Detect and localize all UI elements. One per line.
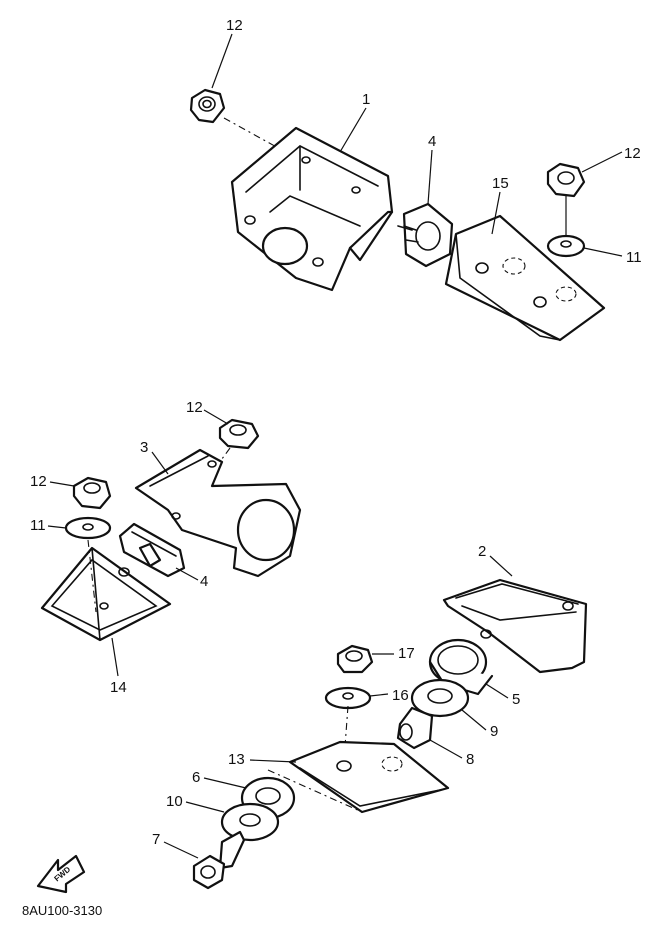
bracket-1: [230, 126, 394, 292]
nut-17: [336, 644, 374, 674]
callout-13: 13: [228, 751, 245, 768]
callout-16: 16: [392, 687, 409, 704]
callout-4: 4: [200, 573, 208, 590]
nut-12-middle: [218, 418, 260, 450]
nut-12-top-right: [546, 162, 586, 198]
callout-7: 7: [152, 831, 160, 848]
callout-12: 12: [30, 473, 47, 490]
base-15: [444, 214, 606, 342]
damper-4-left: [118, 522, 186, 578]
bracket-3: [134, 448, 302, 578]
washer-9: [410, 678, 470, 718]
forward-arrow-icon: FWD: [36, 854, 86, 894]
base-14: [40, 539, 172, 642]
callout-2: 2: [478, 543, 486, 560]
callout-4: 4: [428, 133, 436, 150]
washer-16: [324, 686, 372, 710]
callout-5: 5: [512, 691, 520, 708]
bracket-2: [442, 578, 588, 674]
diagram-code: 8AU100-3130: [22, 903, 103, 918]
washer-11-top: [546, 234, 586, 258]
nut-12-left: [72, 476, 112, 510]
callout-17: 17: [398, 645, 415, 662]
callout-15: 15: [492, 175, 509, 192]
collar-8: [396, 706, 434, 750]
callout-1: 1: [362, 91, 370, 108]
washer-10: [220, 802, 280, 842]
callout-14: 14: [110, 679, 127, 696]
bolt-7: [192, 830, 246, 890]
callout-11: 11: [30, 517, 46, 534]
callout-12: 12: [226, 17, 243, 34]
callout-12: 12: [624, 145, 641, 162]
washer-11-left: [64, 516, 112, 540]
callout-6: 6: [192, 769, 200, 786]
callout-9: 9: [490, 723, 498, 740]
callout-8: 8: [466, 751, 474, 768]
centerline: [267, 769, 363, 813]
callout-11: 11: [626, 249, 642, 266]
nut-12-top-left: [189, 88, 226, 124]
cushion-5: [428, 638, 494, 696]
damper-4-top: [397, 202, 454, 268]
centerline: [87, 539, 97, 613]
base-13: [288, 740, 450, 814]
callout-3: 3: [140, 439, 148, 456]
callout-10: 10: [166, 793, 183, 810]
callout-12: 12: [186, 399, 203, 416]
